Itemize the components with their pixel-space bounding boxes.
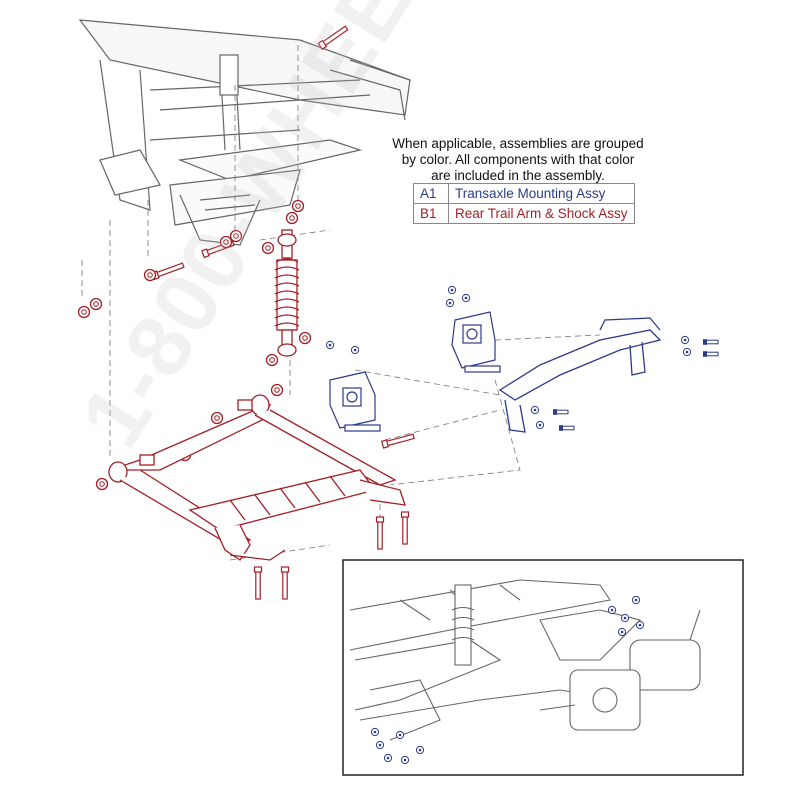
legend-row-b1: B1 Rear Trail Arm & Shock Assy bbox=[413, 203, 635, 224]
legend-code: B1 bbox=[413, 203, 449, 224]
legend-label: Rear Trail Arm & Shock Assy bbox=[448, 203, 635, 224]
legend-row-a1: A1 Transaxle Mounting Assy bbox=[413, 183, 635, 204]
shock-absorber bbox=[274, 229, 300, 357]
assembly-legend-table: A1 Transaxle Mounting Assy B1 Rear Trail… bbox=[413, 183, 635, 224]
transaxle-mount-cradle bbox=[498, 317, 662, 433]
legend-code: A1 bbox=[413, 183, 449, 204]
hardware-blue bbox=[325, 285, 719, 432]
transaxle-mount-bracket-left bbox=[329, 371, 381, 432]
inset-detail-view bbox=[342, 559, 744, 776]
note-line-3: are included in the assembly. bbox=[431, 168, 605, 183]
transaxle-mount-bracket-right bbox=[451, 311, 501, 373]
note-line-2: by color. All components with that color bbox=[401, 152, 635, 167]
legend-label: Transaxle Mounting Assy bbox=[448, 183, 635, 204]
note-line-1: When applicable, assemblies are grouped bbox=[392, 136, 644, 151]
frame-chassis bbox=[78, 19, 411, 246]
assembly-color-note: When applicable, assemblies are grouped … bbox=[388, 136, 648, 184]
frame-bolt-top bbox=[317, 24, 350, 50]
rear-trail-arm bbox=[108, 394, 406, 561]
